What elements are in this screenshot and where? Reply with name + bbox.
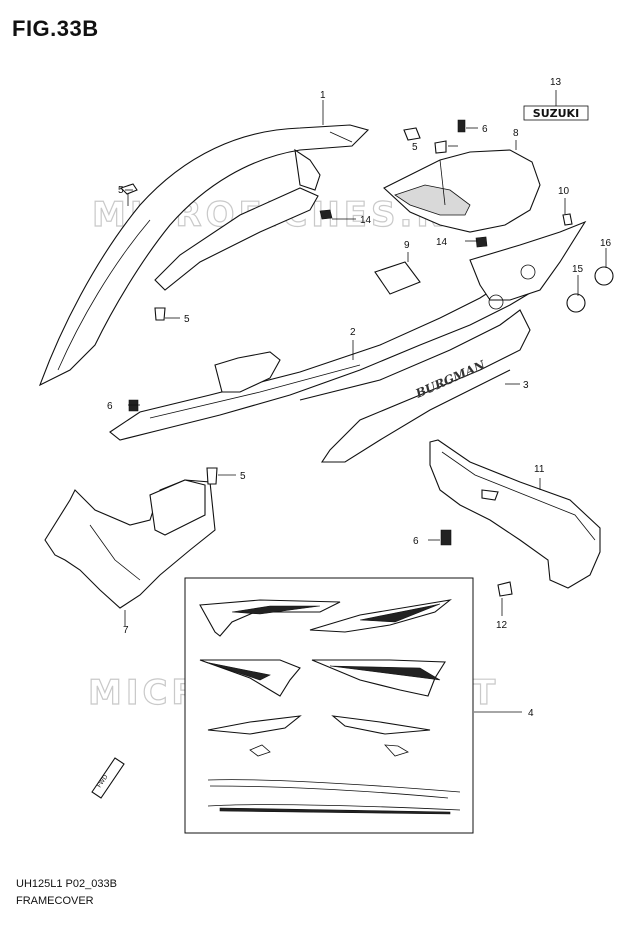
callout-15: 15: [572, 264, 584, 275]
callout-9: 9: [404, 240, 410, 251]
callout-6a: 6: [482, 124, 488, 135]
grommet-16-icon: [594, 266, 614, 286]
callout-3: 3: [523, 380, 529, 391]
callout-8: 8: [513, 128, 519, 139]
callout-13: 13: [550, 77, 562, 88]
figure-caption: FRAMECOVER: [16, 895, 94, 907]
svg-text:SUZUKI: SUZUKI: [533, 107, 579, 120]
callout-6c: 6: [413, 536, 419, 547]
suzuki-logo: SUZUKI: [523, 105, 589, 121]
clip-10-icon: [562, 213, 573, 226]
grommet-15-icon: [566, 293, 586, 313]
callout-14a: 14: [360, 215, 372, 226]
callout-labels: 1 2 3 4 5 5 5 5 6 6 6 7 8 9 10 11 12 13 …: [107, 77, 612, 719]
callout-10: 10: [558, 186, 570, 197]
callout-2: 2: [350, 327, 356, 338]
nut-14b-icon: [475, 236, 488, 248]
fwd-arrow-icon: FWD: [91, 757, 125, 799]
callout-6b: 6: [107, 401, 113, 412]
leader-lines: [124, 90, 607, 713]
clip-icon: [119, 140, 447, 485]
part-11-rear-lower-cover: [429, 439, 601, 589]
nut-icon: [497, 581, 513, 597]
screw-icon: [128, 119, 466, 546]
callout-5b: 5: [184, 314, 190, 325]
callout-1: 1: [320, 90, 326, 101]
nut-14a-icon: [319, 209, 333, 220]
callout-11: 11: [534, 464, 545, 475]
callout-7: 7: [123, 625, 129, 636]
part-4-decal-set: [184, 577, 474, 834]
callout-5d: 5: [240, 471, 246, 482]
part-3-rear-side-cover: BURGMAN: [299, 220, 587, 463]
pad-icon: [374, 261, 421, 295]
part-7-front-inner-cover: [44, 479, 216, 609]
callout-5c: 5: [412, 142, 418, 153]
part-8-rear-upper-cover: [383, 149, 541, 233]
callout-12: 12: [496, 620, 508, 631]
callout-14b: 14: [436, 237, 448, 248]
callout-5a: 5: [118, 185, 124, 196]
diagram-code: UH125L1 P02_033B: [16, 878, 117, 890]
callout-4: 4: [528, 708, 534, 719]
figure-title: FIG.33B: [12, 16, 99, 41]
callout-16: 16: [600, 238, 612, 249]
part-1-frame-cover-left: [39, 124, 421, 387]
